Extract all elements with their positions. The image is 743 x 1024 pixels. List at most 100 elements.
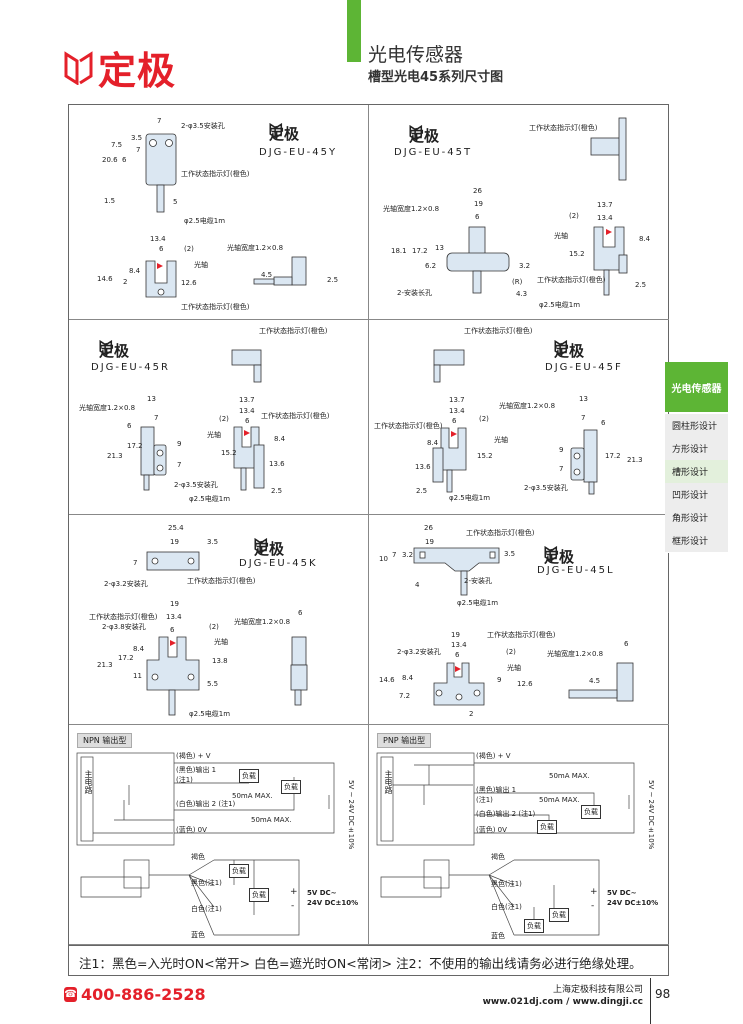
panel-45l: 定极 DJG-EU-45L 工作状态指示灯(橙色) 2-安装孔 φ2.5电缆1m…: [369, 515, 669, 725]
dim: 8.4: [133, 645, 145, 653]
dim: 13.4: [597, 214, 613, 222]
footnote: 注1：黑色=入光时ON<常开> 白色=遮光时ON<常闭> 注2：不使用的输出线请…: [68, 945, 669, 976]
dim: 14.6: [97, 275, 113, 283]
dim: 7: [157, 117, 162, 125]
callout: 光轴宽度1.2×0.8: [383, 205, 440, 213]
callout: 2-安装长孔: [397, 289, 432, 297]
callout: 光轴: [494, 436, 508, 444]
dim: 6.2: [425, 262, 437, 270]
dim: 4.5: [589, 677, 601, 685]
dim: 26: [473, 187, 482, 195]
dim: 9: [177, 440, 182, 448]
dim: 12.6: [517, 680, 533, 688]
dim: 20.6: [102, 156, 118, 164]
load-box: 负载: [524, 919, 544, 933]
dim: 6: [127, 422, 132, 430]
dim: 7: [133, 559, 138, 567]
sidebar-item-frame[interactable]: 框形设计: [665, 529, 728, 553]
callout: 光轴: [507, 664, 521, 672]
panel-logo: 定极: [554, 340, 584, 361]
dim: 18.1: [391, 247, 407, 255]
dim: 13.7: [449, 396, 465, 404]
dim: 21.3: [107, 452, 123, 460]
callout: 工作状态指示灯(橙色): [187, 577, 256, 585]
page-subtitle: 槽型光电45系列尺寸图: [368, 70, 504, 85]
sidebar-item-square[interactable]: 方形设计: [665, 437, 728, 461]
dim: 10: [379, 555, 388, 563]
dim: 7: [154, 414, 159, 422]
sidebar-item-cylindrical[interactable]: 圆柱形设计: [665, 414, 728, 438]
current-label: 50mA MAX.: [251, 816, 292, 824]
sidebar-title[interactable]: 光电传感器: [665, 362, 728, 412]
dim: 17.2: [412, 247, 428, 255]
dim: 15.2: [221, 449, 237, 457]
callout: 工作状态指示灯(橙色): [181, 303, 250, 311]
dim: 2: [469, 710, 474, 718]
dim: 6: [298, 609, 303, 617]
wire-label: 白色(注1): [191, 905, 222, 913]
panel-45f: 定极 DJG-EU-45F 工作状态指示灯(橙色) 工作状态指示灯(橙色) 光轴…: [369, 320, 669, 515]
supply-label: 24V DC±10%: [607, 899, 659, 907]
model-label: DJG-EU-45T: [394, 147, 473, 158]
dim: 13.7: [239, 396, 255, 404]
plus-sign: +: [290, 887, 298, 897]
dim: (2): [569, 212, 579, 220]
load-box: 负载: [537, 820, 557, 834]
dim: 6: [475, 213, 480, 221]
logo-text: 定极: [554, 342, 585, 360]
supply-label: 5V DC~: [607, 889, 637, 897]
wire-label: 褐色: [491, 853, 505, 861]
sidebar-item-angle[interactable]: 角形设计: [665, 506, 728, 530]
dim: 19: [474, 200, 483, 208]
dim: 13.8: [212, 657, 228, 665]
dim: 19: [451, 631, 460, 639]
website[interactable]: www.021dj.com / www.dingji.cc: [482, 997, 643, 1007]
wire-label: (黑色)输出 1: [176, 766, 217, 774]
dim: 6: [624, 640, 629, 648]
minus-sign: -: [291, 901, 295, 911]
panel-logo: 定极: [544, 546, 574, 567]
npn-title: NPN 输出型: [77, 733, 133, 748]
dim: 6: [455, 651, 460, 659]
dim: 6: [452, 417, 457, 425]
model-label: DJG-EU-45F: [545, 362, 623, 373]
sidebar-item-concave[interactable]: 凹形设计: [665, 483, 728, 507]
dim: 8.4: [639, 235, 651, 243]
brand-mark-icon: [254, 538, 268, 553]
callout: 光轴宽度1.2×0.8: [234, 618, 291, 626]
wire-label: (白色)输出 2 (注1): [176, 800, 236, 808]
load-box: 负载: [281, 780, 301, 794]
dim: 13.6: [415, 463, 431, 471]
dim: 2: [123, 278, 128, 286]
dim: 7.5: [111, 141, 123, 149]
dim: 3.5: [131, 134, 143, 142]
dim: 11: [133, 672, 142, 680]
wire-label: (黑色)输出 1: [476, 786, 517, 794]
dim: 8.4: [402, 674, 414, 682]
callout: 工作状态指示灯(橙色): [181, 170, 250, 178]
callout: 工作状态指示灯(橙色): [261, 412, 330, 420]
current-label: 50mA MAX.: [232, 792, 273, 800]
callout: φ2.5电缆1m: [449, 494, 491, 502]
logo-text: 定极: [99, 342, 130, 360]
callout: 光轴: [207, 431, 221, 439]
pnp-title: PNP 输出型: [377, 733, 432, 748]
panel-npn-wiring: NPN 输出型 主电路 (褐色) + V (黑色)输出 1 (注1) 负载 负载…: [69, 725, 369, 945]
panel-45t: 定极 DJG-EU-45T 工作状态指示灯(橙色) 光轴宽度1.2×0.8 2-…: [369, 105, 669, 320]
dim: 2.5: [271, 487, 283, 495]
callout: 工作状态指示灯(橙色): [464, 327, 533, 335]
dim: 17.2: [127, 442, 143, 450]
callout: 工作状态指示灯(橙色): [259, 327, 328, 335]
brand-mark-icon: [99, 340, 113, 355]
panel-logo: 定极: [99, 340, 129, 361]
wire-label: (蓝色) 0V: [176, 826, 207, 834]
callout: 光轴宽度1.2×0.8: [499, 402, 556, 410]
dim: 9: [497, 676, 502, 684]
dim: 7: [177, 461, 182, 469]
callout: 工作状态指示灯(橙色): [466, 529, 535, 537]
sidebar-item-slot[interactable]: 槽形设计: [665, 460, 728, 484]
wire-label: 白色(注1): [491, 903, 522, 911]
dim: 7: [559, 465, 564, 473]
main-circuit-label: 主电路: [84, 770, 93, 794]
panel-45y: 定极 DJG-EU-45Y 2-φ3.5安装孔 工作状态指示灯(橙色) φ2.5…: [69, 105, 369, 320]
